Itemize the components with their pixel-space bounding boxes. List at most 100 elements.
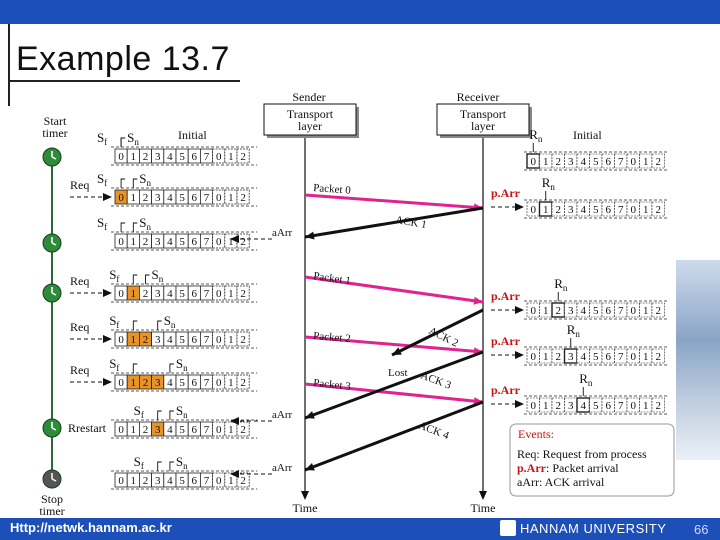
sender-cell-7-10 [236, 472, 250, 488]
receiver-cell-num-2-3: 3 [568, 305, 574, 317]
sn-marker-0 [120, 137, 126, 147]
lost-label: Lost [388, 367, 408, 379]
sf-marker-0 [120, 137, 126, 147]
packet-arrow-1 [304, 275, 484, 304]
receiver-cell-1-10 [651, 201, 665, 217]
events-title: Events: [518, 427, 554, 441]
title-vertical-rule [8, 24, 10, 106]
stop-timer-line2: timer [39, 504, 64, 518]
sender-cell-num-0-2: 2 [143, 151, 149, 163]
sender-transport-box [263, 103, 357, 136]
receiver-cell-num-4-8: 0 [631, 400, 637, 412]
sender-cell-num-0-1: 1 [131, 151, 137, 163]
footer-url[interactable]: Http://netwk.hannam.ac.kr [10, 520, 172, 535]
sender-cell-num-0-4: 4 [167, 151, 173, 163]
ack-label-0: ACK 1 [395, 214, 428, 231]
sender-cell-num-5-9: 1 [228, 377, 234, 389]
ack-arrow-0 [304, 206, 484, 239]
aarr-label-1: aArr [272, 409, 292, 421]
sf-marker-label-0: Sf [97, 130, 107, 147]
restart-label: Rrestart [68, 421, 107, 435]
parr-label-0: p.Arr [491, 186, 521, 200]
sender-cell-num-3-10: 2 [240, 288, 246, 300]
timer-clock-3-hand2 [51, 427, 57, 431]
sender-cell-num-2-5: 5 [179, 236, 185, 248]
sender-cell-num-4-0: 0 [118, 334, 124, 346]
sn-marker-label-1: Sn [139, 171, 151, 188]
ack-label-2: ACK 3 [419, 370, 453, 392]
receiver-cell-num-1-5: 5 [593, 204, 599, 216]
parr-arrow-head-1 [515, 306, 524, 314]
sender-cell-num-4-3: 3 [155, 334, 161, 346]
sender-cell-num-4-7: 7 [204, 334, 210, 346]
sender-cell-num-6-4: 4 [167, 424, 173, 436]
ack-arrow-3-head [305, 463, 315, 471]
receiver-cell-2-10 [651, 302, 665, 318]
sender-cell-4-10 [236, 331, 250, 347]
receiver-cell-num-0-3: 3 [568, 156, 574, 168]
sender-cell-5-10 [236, 374, 250, 390]
sender-cell-num-5-2: 2 [143, 377, 149, 389]
sender-cell-num-1-2: 2 [143, 192, 149, 204]
receiver-cell-num-0-7: 7 [618, 156, 624, 168]
receiver-cell-num-0-1: 1 [543, 156, 549, 168]
receiver-cell-num-0-9: 1 [643, 156, 649, 168]
timer-clock-2-hand2 [51, 292, 57, 296]
timer-clock-0-hand2 [51, 156, 57, 160]
receiver-cell-num-2-5: 5 [593, 305, 599, 317]
sender-cell-num-3-8: 0 [216, 288, 222, 300]
sender-cell-num-7-3: 3 [155, 475, 161, 487]
receiver-cell-num-4-7: 7 [618, 400, 624, 412]
sender-cell-num-7-8: 0 [216, 475, 222, 487]
sn-marker-7 [169, 461, 174, 471]
sender-cell-num-7-7: 7 [204, 475, 210, 487]
parr-arrow-head-3 [515, 400, 524, 408]
receiver-cell-num-3-7: 7 [618, 351, 624, 363]
req-label-3: Req [70, 363, 89, 377]
receiver-cell-num-1-10: 2 [656, 204, 662, 216]
receiver-cell-4-10 [651, 397, 665, 413]
stop-timer-line1: Stop [41, 492, 63, 506]
sender-cell-num-1-0: 0 [118, 192, 124, 204]
receiver-cell-num-0-4: 4 [581, 156, 587, 168]
sender-cell-num-1-9: 1 [228, 192, 234, 204]
sf-marker-3 [132, 274, 138, 284]
ack-arrow-3 [304, 400, 484, 472]
sf-marker-6 [157, 410, 162, 420]
sf-marker-label-4: Sf [109, 313, 119, 330]
sender-cell-num-1-7: 7 [204, 192, 210, 204]
parr-arrow-head-0 [515, 203, 524, 211]
packet-label-3: Packet 3 [313, 377, 352, 393]
receiver-cell-num-1-6: 6 [606, 204, 612, 216]
parr-label-1: p.Arr [491, 289, 521, 303]
receiver-cell-num-2-0: 0 [531, 305, 537, 317]
receiver-cell-num-3-5: 5 [593, 351, 599, 363]
sf-marker-label-6: Sf [134, 403, 144, 420]
sender-cell-num-0-5: 5 [179, 151, 185, 163]
req-label-2: Req [70, 320, 89, 334]
sender-cell-num-4-9: 1 [228, 334, 234, 346]
receiver-cell-3-10 [651, 348, 665, 364]
req-label-0: Req [70, 178, 89, 192]
ack-label-3: ACK 4 [417, 420, 451, 443]
sender-cell-num-1-10: 2 [240, 192, 246, 204]
receiver-cell-num-4-10: 2 [656, 400, 662, 412]
receiver-cell-num-4-4: 4 [581, 400, 587, 412]
sender-cell-6-10 [236, 421, 250, 437]
receiver-cell-num-0-8: 0 [631, 156, 637, 168]
aarr-label-0: aArr [272, 227, 292, 239]
receiver-cell-num-0-6: 6 [606, 156, 612, 168]
receiver-cell-num-1-1: 1 [543, 204, 549, 216]
sender-cell-num-6-1: 1 [131, 424, 137, 436]
receiver-transport-line2: layer [471, 119, 495, 133]
receiver-cell-num-1-0: 0 [531, 204, 537, 216]
receiver-transport-box [436, 103, 530, 136]
receiver-cell-num-1-7: 7 [618, 204, 624, 216]
sender-cell-0-10 [236, 148, 250, 164]
sn-marker-label-3: Sn [152, 267, 164, 284]
req-arrow-head-2 [103, 335, 112, 343]
receiver-label: Receiver [457, 90, 500, 104]
sf-marker-label-3: Sf [109, 267, 119, 284]
sender-cell-num-2-10: 2 [240, 236, 246, 248]
